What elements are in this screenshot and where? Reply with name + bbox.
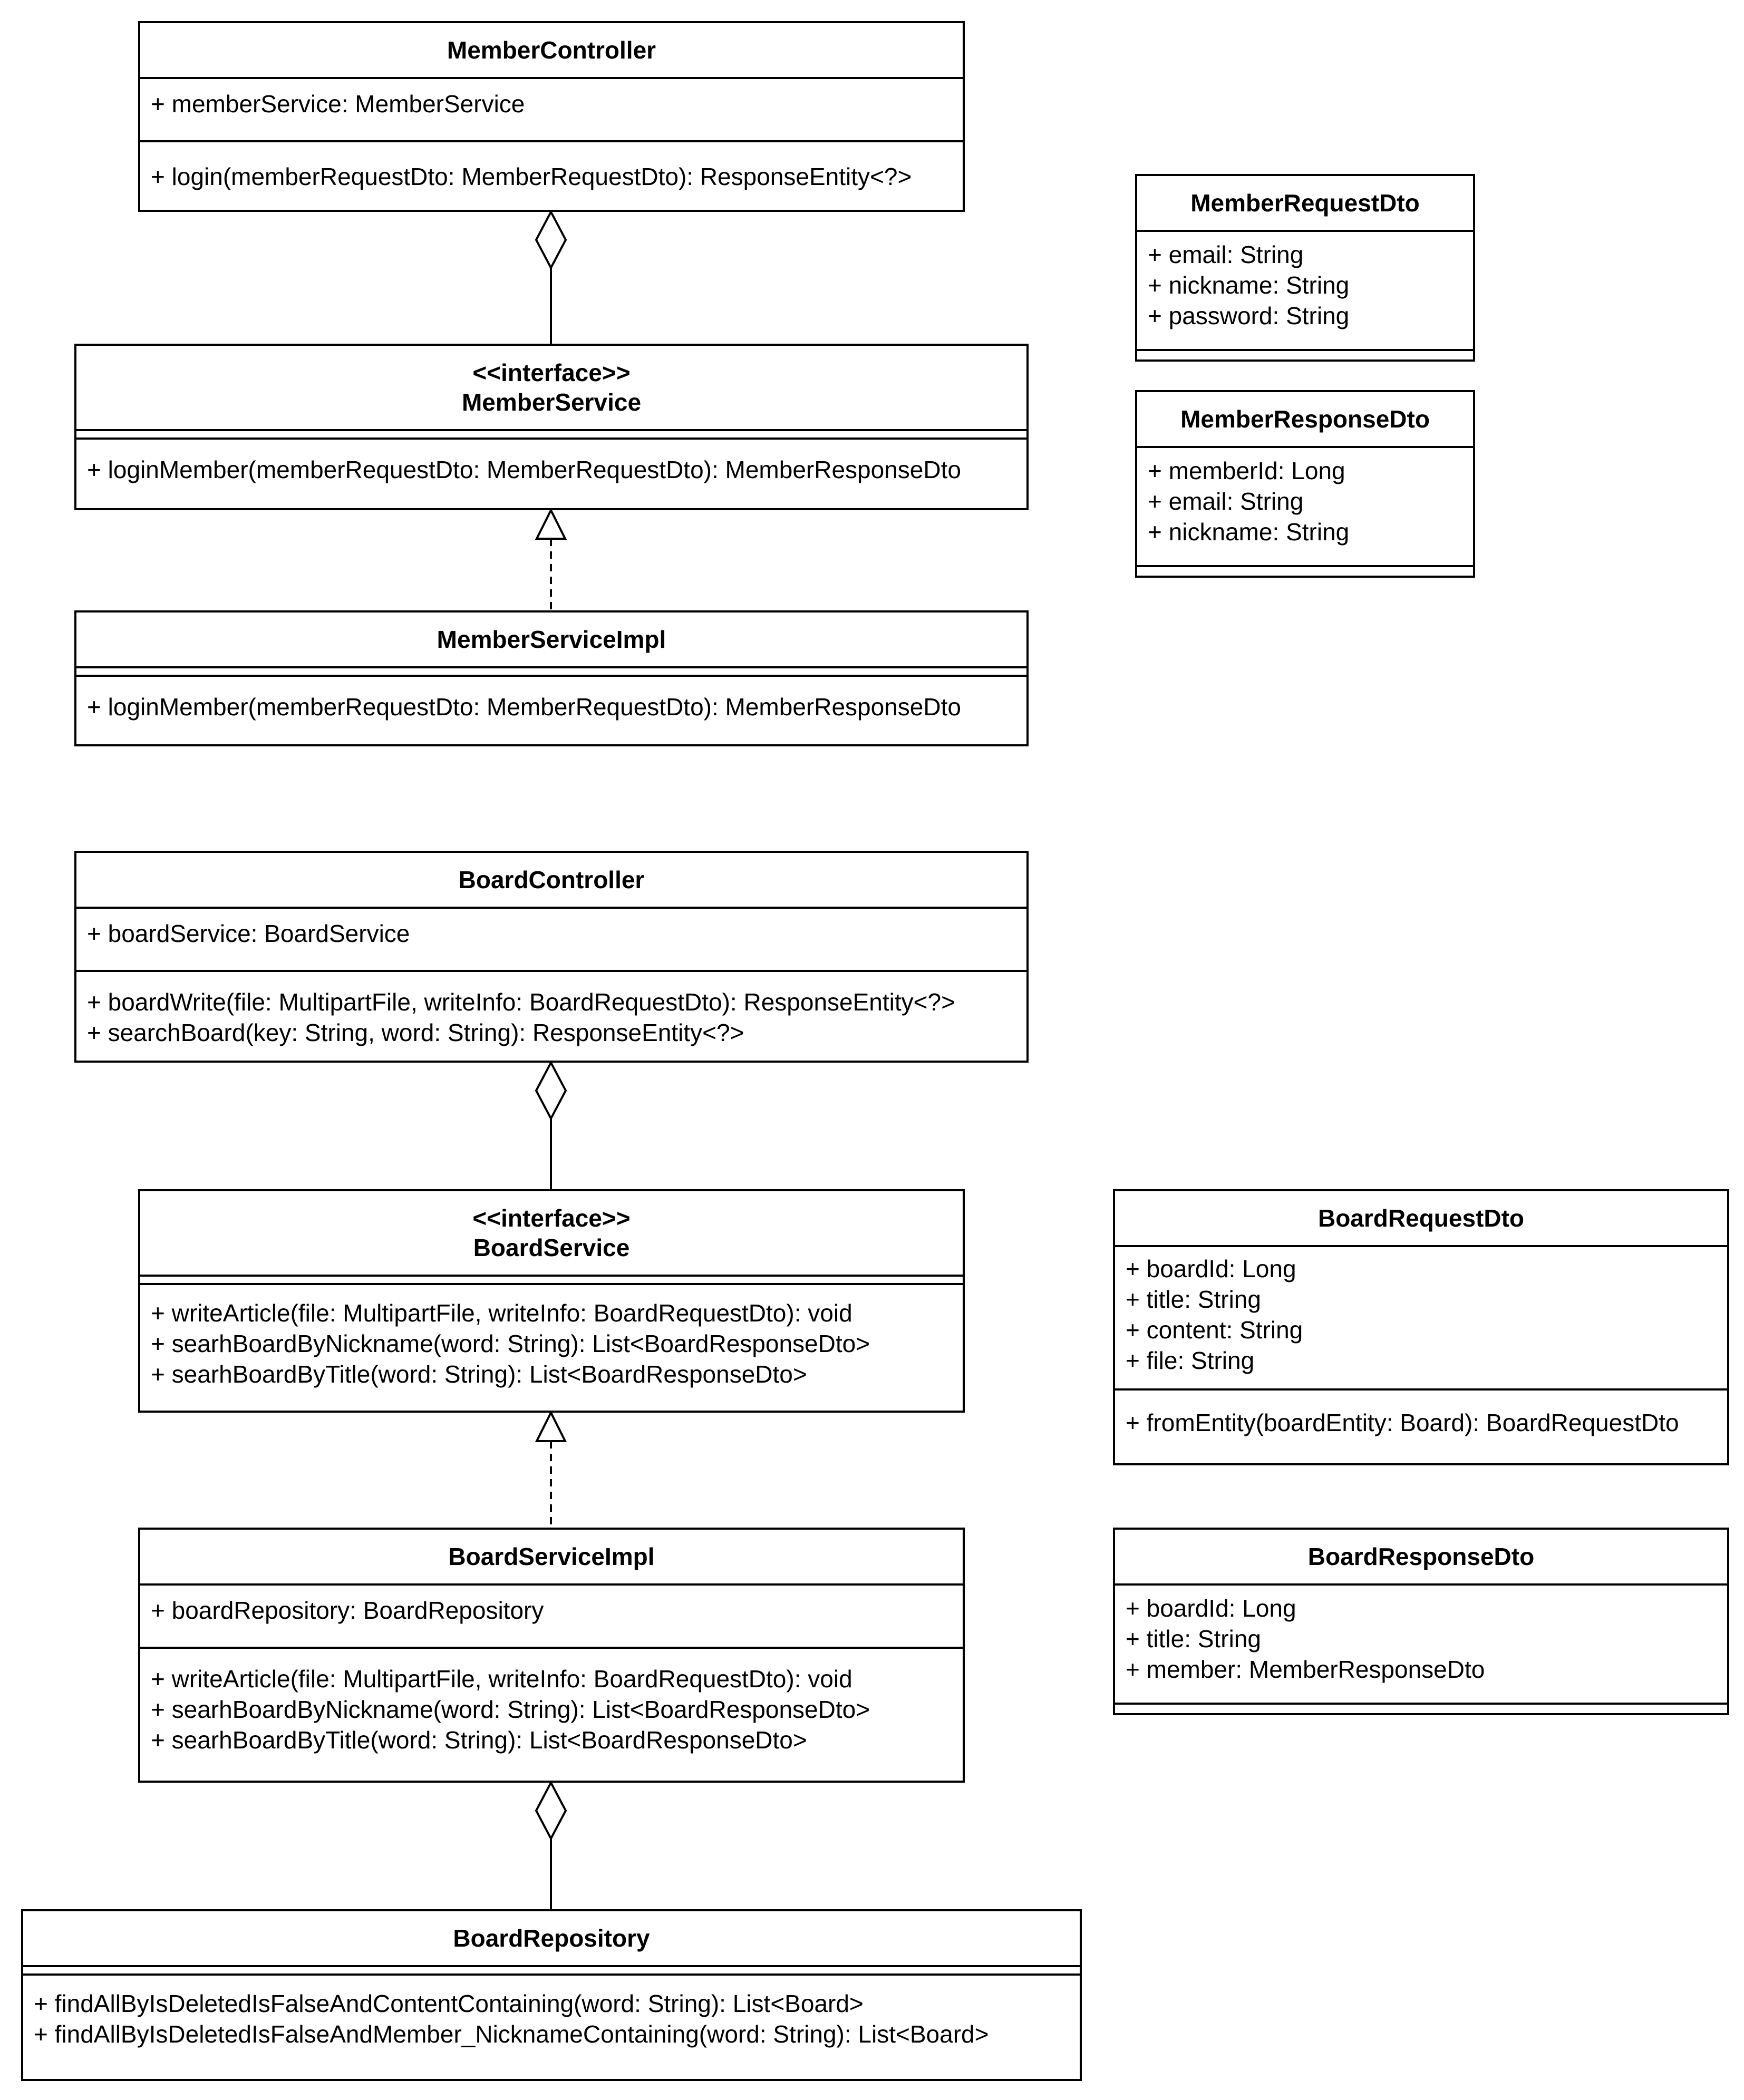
class-methods: + fromEntity(boardEntity: Board): BoardR… xyxy=(1115,1391,1727,1447)
class-attributes: + boardId: Long + title: String + conten… xyxy=(1115,1247,1727,1391)
class-header: BoardController xyxy=(76,853,1026,909)
class-header: BoardRepository xyxy=(23,1911,1080,1967)
class-header: MemberResponseDto xyxy=(1137,392,1473,448)
attribute: + boardRepository: BoardRepository xyxy=(151,1597,544,1624)
aggregation-diamond-icon xyxy=(535,1060,567,1121)
class-header: BoardResponseDto xyxy=(1115,1530,1727,1586)
class-methods: + findAllByIsDeletedIsFalseAndContentCon… xyxy=(23,1976,1080,2059)
aggregation-boardserviceimpl-boardrepository xyxy=(535,1780,567,1909)
class-header: MemberRequestDto xyxy=(1137,176,1473,232)
method: + writeArticle(file: MultipartFile, writ… xyxy=(151,1665,852,1693)
class-name: BoardRepository xyxy=(453,1924,650,1952)
method: + loginMember(memberRequestDto: MemberRe… xyxy=(87,693,961,721)
class-memberrequestdto[interactable]: MemberRequestDto + email: String + nickn… xyxy=(1135,174,1475,362)
class-methods: + login(memberRequestDto: MemberRequestD… xyxy=(140,142,963,201)
class-boardcontroller[interactable]: BoardController + boardService: BoardSer… xyxy=(74,851,1029,1063)
class-header: BoardServiceImpl xyxy=(140,1530,963,1586)
class-name: MemberServiceImpl xyxy=(437,626,666,653)
class-attributes: + boardService: BoardService xyxy=(76,909,1026,972)
attribute: + memberService: MemberService xyxy=(151,90,525,118)
method: + fromEntity(boardEntity: Board): BoardR… xyxy=(1126,1409,1679,1436)
class-methods: + writeArticle(file: MultipartFile, writ… xyxy=(140,1649,963,1765)
attribute: + password: String xyxy=(1148,302,1350,329)
attribute: + email: String xyxy=(1148,241,1304,268)
realization-triangle-icon xyxy=(535,1410,567,1442)
class-attributes: + email: String + nickname: String + pas… xyxy=(1137,232,1473,351)
aggregation-diamond-icon xyxy=(535,1780,567,1841)
class-attributes: + memberService: MemberService xyxy=(140,79,963,142)
class-name: MemberRequestDto xyxy=(1190,189,1420,217)
class-methods: + loginMember(memberRequestDto: MemberRe… xyxy=(76,677,1026,732)
class-attributes: + boardId: Long + title: String + member… xyxy=(1115,1586,1727,1705)
aggregation-membercontroller-memberservice xyxy=(535,209,567,344)
method: + findAllByIsDeletedIsFalseAndMember_Nic… xyxy=(34,2020,989,2048)
class-header: MemberController xyxy=(140,23,963,79)
class-name: MemberResponseDto xyxy=(1180,405,1430,433)
class-boardrepository[interactable]: BoardRepository + findAllByIsDeletedIsFa… xyxy=(21,1909,1082,2081)
attribute: + memberId: Long xyxy=(1148,457,1345,484)
method: + findAllByIsDeletedIsFalseAndContentCon… xyxy=(34,1990,864,2017)
class-stereotype: <<interface>> xyxy=(472,359,631,386)
class-header: BoardRequestDto xyxy=(1115,1191,1727,1247)
aggregation-diamond-icon xyxy=(535,209,567,270)
class-header: <<interface>> MemberService xyxy=(76,346,1026,431)
class-stereotype: <<interface>> xyxy=(472,1204,631,1232)
class-boardserviceimpl[interactable]: BoardServiceImpl + boardRepository: Boar… xyxy=(138,1528,965,1783)
aggregation-boardcontroller-boardservice xyxy=(535,1060,567,1189)
class-methods xyxy=(1137,351,1473,357)
class-methods: + writeArticle(file: MultipartFile, writ… xyxy=(140,1285,963,1399)
method: + searhBoardByNickname(word: String): Li… xyxy=(151,1696,870,1723)
class-memberresponsedto[interactable]: MemberResponseDto + memberId: Long + ema… xyxy=(1135,390,1475,578)
method: + boardWrite(file: MultipartFile, writeI… xyxy=(87,988,955,1016)
class-name: BoardRequestDto xyxy=(1317,1204,1525,1232)
class-boardresponsedto[interactable]: BoardResponseDto + boardId: Long + title… xyxy=(1113,1528,1729,1715)
attribute: + title: String xyxy=(1126,1625,1261,1652)
attribute: + boardService: BoardService xyxy=(87,920,410,947)
realization-triangle-icon xyxy=(535,508,567,540)
method: + login(memberRequestDto: MemberRequestD… xyxy=(151,163,912,190)
class-memberserviceimpl[interactable]: MemberServiceImpl + loginMember(memberRe… xyxy=(74,610,1029,746)
class-name: BoardServiceImpl xyxy=(448,1543,655,1570)
class-methods xyxy=(1137,567,1473,573)
class-name: BoardResponseDto xyxy=(1307,1543,1535,1570)
class-header: MemberServiceImpl xyxy=(76,612,1026,668)
class-attributes xyxy=(140,1277,963,1285)
attribute: + content: String xyxy=(1126,1316,1303,1344)
class-header: <<interface>> BoardService xyxy=(140,1191,963,1277)
attribute: + nickname: String xyxy=(1148,271,1350,299)
method: + searchBoard(key: String, word: String)… xyxy=(87,1019,744,1046)
attribute: + nickname: String xyxy=(1148,518,1350,546)
realization-memberserviceimpl-memberservice xyxy=(535,508,567,610)
method: + searhBoardByTitle(word: String): List<… xyxy=(151,1726,807,1754)
attribute: + email: String xyxy=(1148,488,1304,515)
class-memberservice[interactable]: <<interface>> MemberService + loginMembe… xyxy=(74,344,1029,510)
attribute: + member: MemberResponseDto xyxy=(1126,1656,1485,1683)
class-attributes: + boardRepository: BoardRepository xyxy=(140,1586,963,1649)
realization-boardserviceimpl-boardservice xyxy=(535,1410,567,1528)
class-name: BoardController xyxy=(458,866,645,893)
class-boardservice[interactable]: <<interface>> BoardService + writeArticl… xyxy=(138,1189,965,1413)
method: + writeArticle(file: MultipartFile, writ… xyxy=(151,1299,852,1327)
attribute: + boardId: Long xyxy=(1126,1255,1296,1282)
attribute: + title: String xyxy=(1126,1286,1261,1313)
method: + searhBoardByTitle(word: String): List<… xyxy=(151,1360,807,1388)
class-name: MemberService xyxy=(461,388,642,416)
attribute: + boardId: Long xyxy=(1126,1595,1296,1622)
class-methods: + boardWrite(file: MultipartFile, writeI… xyxy=(76,972,1026,1057)
class-attributes xyxy=(76,431,1026,440)
class-name: MemberController xyxy=(447,36,656,64)
class-methods: + loginMember(memberRequestDto: MemberRe… xyxy=(76,440,1026,494)
attribute: + file: String xyxy=(1126,1347,1255,1374)
class-methods xyxy=(1115,1705,1727,1711)
class-attributes xyxy=(23,1967,1080,1976)
class-membercontroller[interactable]: MemberController + memberService: Member… xyxy=(138,21,965,212)
class-name: BoardService xyxy=(473,1234,630,1261)
class-attributes xyxy=(76,668,1026,677)
class-attributes: + memberId: Long + email: String + nickn… xyxy=(1137,448,1473,567)
class-boardrequestdto[interactable]: BoardRequestDto + boardId: Long + title:… xyxy=(1113,1189,1729,1465)
method: + searhBoardByNickname(word: String): Li… xyxy=(151,1330,870,1357)
method: + loginMember(memberRequestDto: MemberRe… xyxy=(87,456,961,483)
